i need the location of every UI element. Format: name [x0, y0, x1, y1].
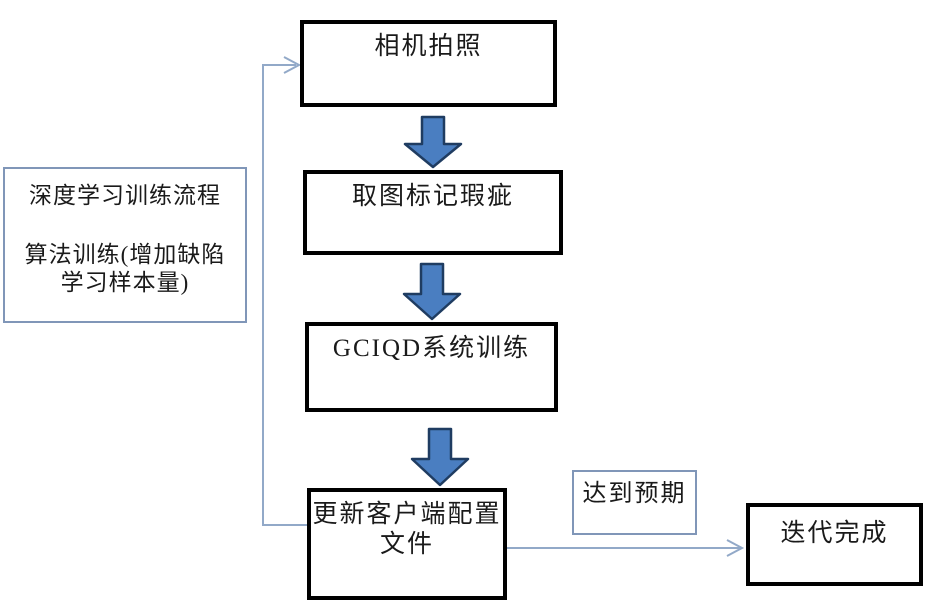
- condition-label-box: 达到预期: [572, 470, 697, 535]
- step-label: 文件: [379, 531, 434, 558]
- flow-arrow-down-icon: [410, 427, 470, 487]
- note-box-training-process: 深度学习训练流程 算法训练(增加缺陷 学习样本量): [3, 167, 247, 323]
- condition-label: 达到预期: [582, 481, 687, 507]
- step-box-update-config: 更新客户端配置 文件: [307, 488, 507, 600]
- result-label: 迭代完成: [780, 520, 889, 547]
- step-box-system-training: GCIQD系统训练: [305, 322, 558, 412]
- arrowhead-right-icon: [726, 539, 745, 557]
- note-line: 学习样本量): [60, 270, 190, 295]
- step-label: GCIQD系统训练: [332, 335, 531, 362]
- step-box-camera-photo: 相机拍照: [300, 20, 557, 107]
- flow-arrow-down-icon: [403, 115, 463, 169]
- arrowhead-right-icon: [283, 56, 302, 74]
- result-connector: [507, 539, 745, 557]
- note-line: 深度学习训练流程: [29, 183, 221, 208]
- result-box-iteration-complete: 迭代完成: [746, 503, 923, 586]
- flow-arrow-down-icon: [402, 262, 462, 321]
- step-label: 更新客户端配置: [312, 501, 502, 528]
- step-box-mark-defects: 取图标记瑕疵: [303, 170, 563, 255]
- note-line: 算法训练(增加缺陷: [24, 242, 226, 267]
- feedback-connector: [262, 56, 307, 526]
- step-label: 取图标记瑕疵: [351, 183, 514, 210]
- step-label: 相机拍照: [374, 33, 483, 60]
